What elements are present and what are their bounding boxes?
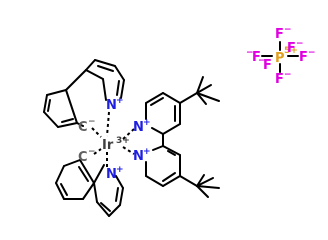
bond bbox=[63, 159, 81, 167]
fluorine-top-charge: − bbox=[284, 25, 292, 35]
bond bbox=[93, 182, 98, 203]
coordination-bond bbox=[106, 111, 110, 137]
bond bbox=[120, 79, 125, 99]
coordination-bonds bbox=[91, 111, 135, 168]
bottom-phenyl-ring bbox=[55, 159, 95, 200]
bond bbox=[46, 89, 67, 96]
coordination-bond bbox=[91, 127, 102, 138]
bond bbox=[179, 92, 198, 104]
bond bbox=[55, 165, 65, 184]
bpy-upper-ring bbox=[145, 92, 181, 135]
nitrogen-bpy1-label: N bbox=[133, 120, 144, 135]
bond bbox=[65, 89, 78, 124]
bond bbox=[76, 122, 84, 127]
fluorine-left-label: F bbox=[252, 50, 261, 65]
bond bbox=[145, 175, 164, 187]
fluorine-bottom-charge: − bbox=[284, 70, 292, 80]
fluorine-right-charge: − bbox=[308, 48, 316, 58]
bond bbox=[119, 187, 124, 206]
carbon-top-charge: − bbox=[88, 117, 96, 127]
fluorine-upper-right-charge: − bbox=[296, 39, 304, 49]
fluorine-upper-left-label: F bbox=[263, 58, 272, 73]
bottom-pyridine-ring bbox=[93, 164, 124, 217]
bond bbox=[102, 78, 107, 101]
bond bbox=[196, 92, 207, 105]
bond bbox=[151, 127, 164, 135]
bond bbox=[55, 182, 65, 200]
nitrogen-bpy2-charge: + bbox=[143, 147, 151, 157]
coordination-bond bbox=[122, 146, 135, 155]
bond-inner bbox=[60, 183, 68, 196]
bond-inner bbox=[150, 97, 164, 106]
bond bbox=[162, 123, 181, 135]
nitrogen-bpy1-charge: + bbox=[143, 118, 151, 128]
bond bbox=[79, 159, 95, 184]
coordination-bond bbox=[122, 128, 135, 140]
fluorine-bottom-label: F bbox=[275, 72, 284, 87]
bond bbox=[196, 92, 220, 102]
fluorine-right-label: F bbox=[299, 50, 308, 65]
bond-inner bbox=[116, 80, 120, 96]
bond bbox=[196, 76, 204, 94]
fluorine-upper-left-charge: − bbox=[258, 56, 266, 66]
bond bbox=[94, 59, 116, 67]
bond bbox=[85, 69, 104, 80]
bond-inner bbox=[97, 65, 114, 72]
phosphorus-charge: 5+ bbox=[284, 46, 298, 56]
carbon-bottom-charge: − bbox=[88, 147, 96, 157]
iridium-charge: 3+ bbox=[116, 136, 130, 146]
bond bbox=[93, 164, 105, 184]
tert-butyl-bottom bbox=[179, 174, 220, 198]
fluorine-upper-right-label: F bbox=[287, 41, 296, 56]
bond bbox=[145, 92, 164, 104]
bond-inner bbox=[167, 150, 176, 156]
carbon-bottom-label: C bbox=[78, 150, 88, 165]
top-phenyl-ring bbox=[43, 69, 87, 128]
bond bbox=[43, 94, 48, 113]
bond-inner bbox=[115, 187, 119, 202]
bond bbox=[162, 145, 181, 156]
bond-inner bbox=[47, 99, 51, 112]
tert-butyl-top bbox=[179, 76, 220, 105]
nitrogen-bpy2-label: N bbox=[133, 149, 144, 164]
hexafluorophosphate: P 5+ F − F − − F F − − F F − bbox=[246, 25, 316, 87]
bond-inner bbox=[61, 118, 74, 123]
bond bbox=[196, 84, 212, 94]
bond bbox=[196, 185, 220, 189]
bond-inner bbox=[162, 172, 176, 182]
bond bbox=[162, 92, 181, 104]
bond bbox=[82, 182, 95, 200]
nitrogen-bottom-label: N bbox=[106, 167, 117, 182]
bond bbox=[196, 177, 214, 187]
iridium-label: Ir bbox=[102, 138, 114, 153]
bond bbox=[43, 111, 59, 128]
molecule-structure: N + C − Ir 3+ C − N + N + N + P 5+ F − F… bbox=[43, 25, 316, 217]
nitrogen-top-charge: + bbox=[116, 96, 124, 106]
bond-inner bbox=[100, 202, 111, 212]
nitrogen-bottom-charge: + bbox=[116, 165, 124, 175]
nitrogen-top-label: N bbox=[106, 98, 117, 113]
bond bbox=[162, 175, 181, 187]
bond bbox=[114, 65, 125, 81]
carbon-top-label: C bbox=[78, 120, 88, 135]
bond bbox=[196, 174, 205, 187]
bond bbox=[65, 69, 87, 91]
fluorine-top-label: F bbox=[275, 27, 284, 42]
bpy-lower-ring bbox=[145, 133, 181, 187]
bond bbox=[196, 185, 209, 198]
bond bbox=[57, 122, 78, 128]
bond-inner bbox=[78, 166, 89, 182]
coordination-bond bbox=[93, 148, 102, 155]
bond bbox=[108, 204, 121, 217]
top-pyridine-ring bbox=[85, 59, 125, 101]
bond bbox=[179, 175, 198, 187]
fluorine-left-charge: − bbox=[246, 48, 254, 58]
bond bbox=[152, 145, 164, 151]
bond bbox=[115, 175, 124, 189]
bond bbox=[85, 59, 96, 71]
bond bbox=[96, 201, 110, 217]
phosphorus-label: P bbox=[275, 51, 285, 66]
